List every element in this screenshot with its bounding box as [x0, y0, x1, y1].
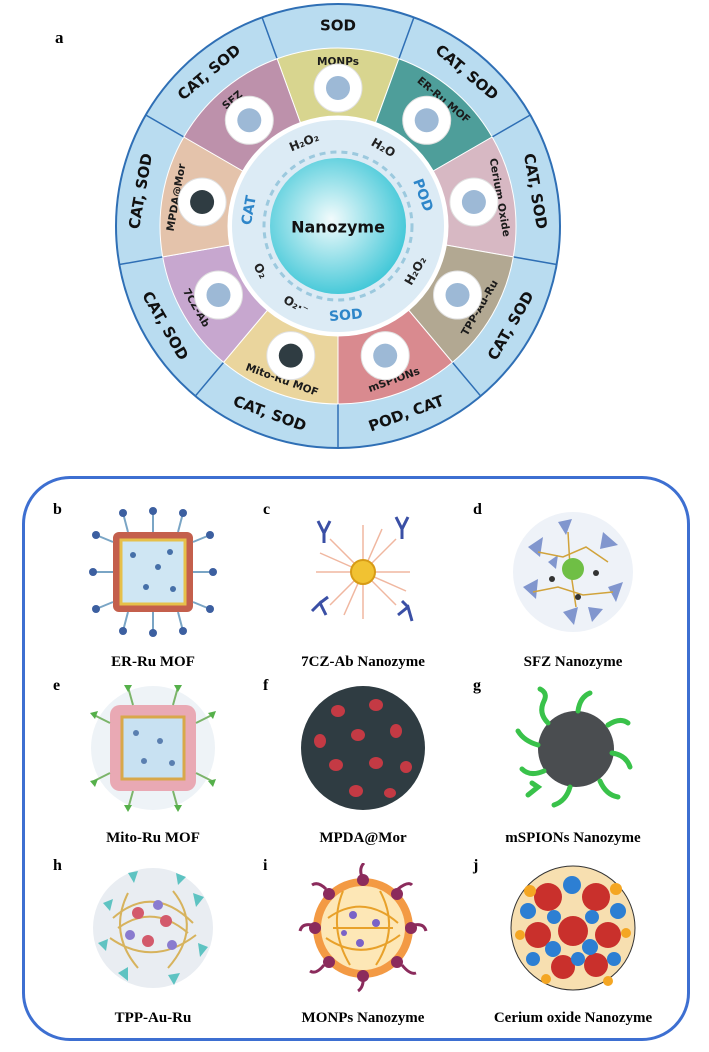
ring-divider: [261, 17, 278, 59]
ring-divider: [451, 361, 482, 397]
panel-letter: d: [473, 501, 482, 518]
ring-divider: [491, 114, 531, 138]
panel-letter: e: [53, 677, 61, 694]
panel-f: f MPDA@Mor: [263, 677, 463, 847]
sfz-icon: [513, 512, 633, 632]
ring-divider: [145, 114, 185, 138]
panel-letter: f: [263, 677, 269, 694]
panel-letter: j: [473, 857, 479, 874]
panel-letter: c: [263, 501, 271, 518]
panel-b: b ER-Ru MOF: [53, 501, 253, 671]
thumbnail-core: [461, 190, 486, 215]
nanozyme-gallery-frame: b ER-Ru MOF c: [22, 476, 690, 1041]
thumbnail-core: [237, 108, 262, 133]
thumbnail-core: [190, 190, 215, 215]
panel-g: g mSPIONs Nanozyme: [473, 677, 673, 847]
ring-divider: [513, 256, 557, 266]
thumbnail-core: [278, 343, 303, 368]
thumbnail-core: [445, 283, 470, 307]
thumbnail-core: [206, 283, 231, 307]
thumbnail-core: [373, 343, 398, 368]
reaction-cycle-arrow: [262, 150, 414, 302]
panel-caption: MPDA@Mor: [319, 830, 407, 846]
sod-label: SOD: [328, 306, 363, 325]
ring-divider: [119, 256, 163, 266]
tpp-au-ru-icon: [93, 868, 213, 988]
o2-label: O₂: [251, 261, 271, 281]
panel-c: c 7CZ-Ab Nanozyme: [263, 501, 463, 671]
panel-a-label: a: [55, 28, 64, 47]
panel-h: h TPP-Au-Ru: [53, 857, 253, 1027]
panel-caption: mSPIONs Nanozyme: [505, 830, 641, 846]
mpda-mor-icon: [301, 686, 425, 810]
panel-caption: Mito-Ru MOF: [106, 830, 200, 846]
nanozyme-center: [270, 158, 406, 294]
ring-divider: [194, 361, 225, 397]
panel-letter: b: [53, 501, 62, 518]
thumbnail-core: [414, 108, 439, 133]
panel-letter: i: [263, 857, 268, 874]
panel-caption: SFZ Nanozyme: [523, 654, 623, 670]
panel-letter: h: [53, 857, 62, 874]
panel-caption: Cerium oxide Nanozyme: [493, 1010, 653, 1026]
panel-caption: TPP-Au-Ru: [114, 1010, 192, 1026]
nanozyme-name-label: MONPs: [317, 56, 359, 68]
panel-j: j Cerium oxide Nanozyme: [473, 857, 673, 1027]
er-ru-mof-icon: [89, 507, 217, 637]
panel-d: d SFZ Nanozyme: [473, 501, 673, 671]
monps-icon: [298, 863, 428, 993]
mspions-icon: [515, 686, 633, 808]
center-label: Nanozyme: [291, 218, 385, 237]
panel-e: e Mito-Ru MOF: [53, 677, 253, 847]
ring-divider: [398, 17, 415, 59]
cat-label: CAT: [239, 194, 260, 226]
7cz-ab-icon: [310, 516, 414, 622]
activity-label: SOD: [320, 17, 356, 35]
thumbnail-core: [326, 76, 350, 100]
panel-i: i MONPs Nanozyme: [263, 857, 463, 1027]
panel-letter: g: [473, 677, 481, 694]
panel-caption: ER-Ru MOF: [111, 654, 195, 670]
panel-caption: MONPs Nanozyme: [301, 1010, 425, 1026]
mito-ru-mof-icon: [90, 685, 216, 812]
panel-caption: 7CZ-Ab Nanozyme: [301, 654, 425, 670]
cerium-oxide-icon: [510, 865, 636, 991]
